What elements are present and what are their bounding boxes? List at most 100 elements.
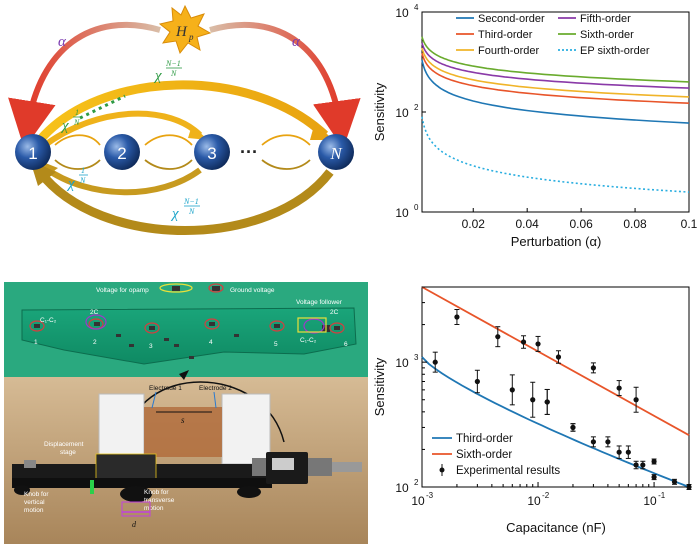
svg-text:N: N	[79, 176, 86, 185]
data-point	[640, 462, 646, 468]
chart-top-xtick-label: 0.04	[516, 217, 540, 231]
legend-entry: Sixth-order	[456, 449, 512, 461]
coupling-arc-bottom	[36, 169, 334, 235]
electrode-holder-right	[221, 393, 271, 465]
chi-bottom-label: χ N−1 N	[170, 197, 200, 222]
chart-top-series	[421, 36, 690, 193]
label-c1c2-left: C₁-C₂	[40, 317, 57, 324]
data-point	[570, 424, 576, 431]
hp-star-icon	[158, 4, 212, 55]
data-point	[544, 399, 550, 405]
data-point	[625, 449, 631, 455]
chart-top-legend: Second-orderThird-orderFourth-orderFifth…	[456, 13, 650, 57]
label-s: s	[181, 415, 185, 425]
chart-top-xlabel: Perturbation (α)	[511, 234, 602, 249]
coupling-diagram: H p α α 1 2 3 ··· N χ N−1 N χ 1 N	[8, 4, 361, 235]
node-3	[194, 134, 230, 170]
node-1	[15, 134, 51, 170]
label-c1c2-right: C₁-C₂	[300, 337, 317, 344]
data-point	[633, 397, 639, 403]
data-point	[432, 359, 438, 365]
ellipsis: ···	[240, 142, 258, 162]
chart-top-frame	[421, 11, 690, 213]
label-voltage-opamp: Voltage for opamp	[96, 287, 149, 294]
svg-text:1: 1	[81, 166, 85, 175]
label-ground-voltage: Ground voltage	[230, 287, 275, 294]
chart-top-series-0	[421, 59, 690, 124]
legend-entry: Experimental results	[456, 465, 560, 477]
alpha-arc-left	[8, 22, 161, 149]
chart-bottom-ytick-label: 10	[395, 481, 409, 495]
chart-bottom-fit-lines	[421, 286, 690, 488]
chart-bottom-line-1	[421, 286, 690, 436]
legend-entry: Third-order	[456, 433, 513, 445]
chart-bottom-xtick-label: 10	[643, 494, 657, 508]
node-2	[104, 134, 140, 170]
label-electrode2: Electrode 2	[199, 385, 232, 392]
chart-bottom-ylabel: Sensitivity	[372, 357, 387, 416]
data-point	[520, 339, 527, 345]
data-point	[590, 439, 596, 445]
svg-text:χ: χ	[66, 176, 75, 192]
data-point	[555, 354, 562, 360]
chart-bottom-ytick-label: 10	[395, 356, 409, 370]
experimental-setup-photo: Voltage for opamp Ground voltage Voltage…	[4, 282, 368, 544]
chart-top-series-5	[421, 116, 690, 193]
chart-top-series-2	[421, 47, 690, 98]
chi-low-label: χ 1 N	[66, 166, 88, 192]
legend-entry: Fifth-order	[580, 13, 631, 25]
chart-bottom-xtick-exp: -3	[426, 491, 434, 500]
svg-text:χ: χ	[170, 206, 179, 222]
data-point	[590, 365, 596, 371]
svg-text:6: 6	[344, 341, 348, 348]
chart-top-ytick-label: 10	[395, 206, 409, 220]
data-point	[605, 439, 611, 445]
svg-text:N−1: N−1	[183, 197, 199, 206]
node-n-label: N	[329, 144, 343, 163]
alpha-arc-right	[209, 22, 361, 149]
legend-entry: Sixth-order	[580, 29, 634, 41]
svg-text:χ: χ	[60, 118, 69, 134]
chart-top-ytick-exp: 4	[414, 3, 419, 12]
chi-mid-label: χ 1 N	[60, 108, 82, 134]
data-point	[616, 449, 622, 455]
hp-sub: p	[188, 32, 194, 42]
coupling-arc-low	[43, 165, 202, 196]
chart-top-ylabel: Sensitivity	[372, 82, 387, 141]
data-point	[530, 397, 536, 403]
neighbor-links	[54, 134, 311, 170]
data-point	[616, 385, 622, 391]
data-point	[454, 314, 460, 320]
electrode-gap	[144, 407, 222, 457]
chart-top-xtick-label: 0.08	[623, 217, 647, 231]
chart-top-xtick-label: 0.02	[462, 217, 486, 231]
svg-text:1: 1	[75, 108, 79, 117]
svg-text:5: 5	[274, 341, 278, 348]
data-point	[671, 479, 678, 485]
data-point	[651, 458, 657, 465]
alpha-left-label: α	[58, 34, 67, 50]
chart-top-ytick-label: 10	[395, 6, 409, 20]
coupling-arc-top	[36, 80, 329, 143]
chart-top-ytick-exp: 0	[414, 203, 419, 212]
pcb-node-labels: 1 2 3 4 5 6	[34, 339, 348, 350]
chart-bottom-xtick-label: 10	[411, 494, 425, 508]
svg-text:2: 2	[93, 339, 97, 346]
legend-entry: EP sixth-order	[580, 45, 650, 57]
data-point	[509, 387, 515, 393]
data-point	[651, 474, 657, 480]
svg-text:1: 1	[34, 339, 38, 346]
legend-entry: Second-order	[478, 13, 545, 25]
chart-top-ytick-label: 10	[395, 106, 409, 120]
svg-text:4: 4	[209, 339, 213, 346]
node-2-label: 2	[117, 144, 126, 163]
data-point	[633, 462, 639, 468]
label-2cx-right: 2C	[330, 309, 339, 316]
